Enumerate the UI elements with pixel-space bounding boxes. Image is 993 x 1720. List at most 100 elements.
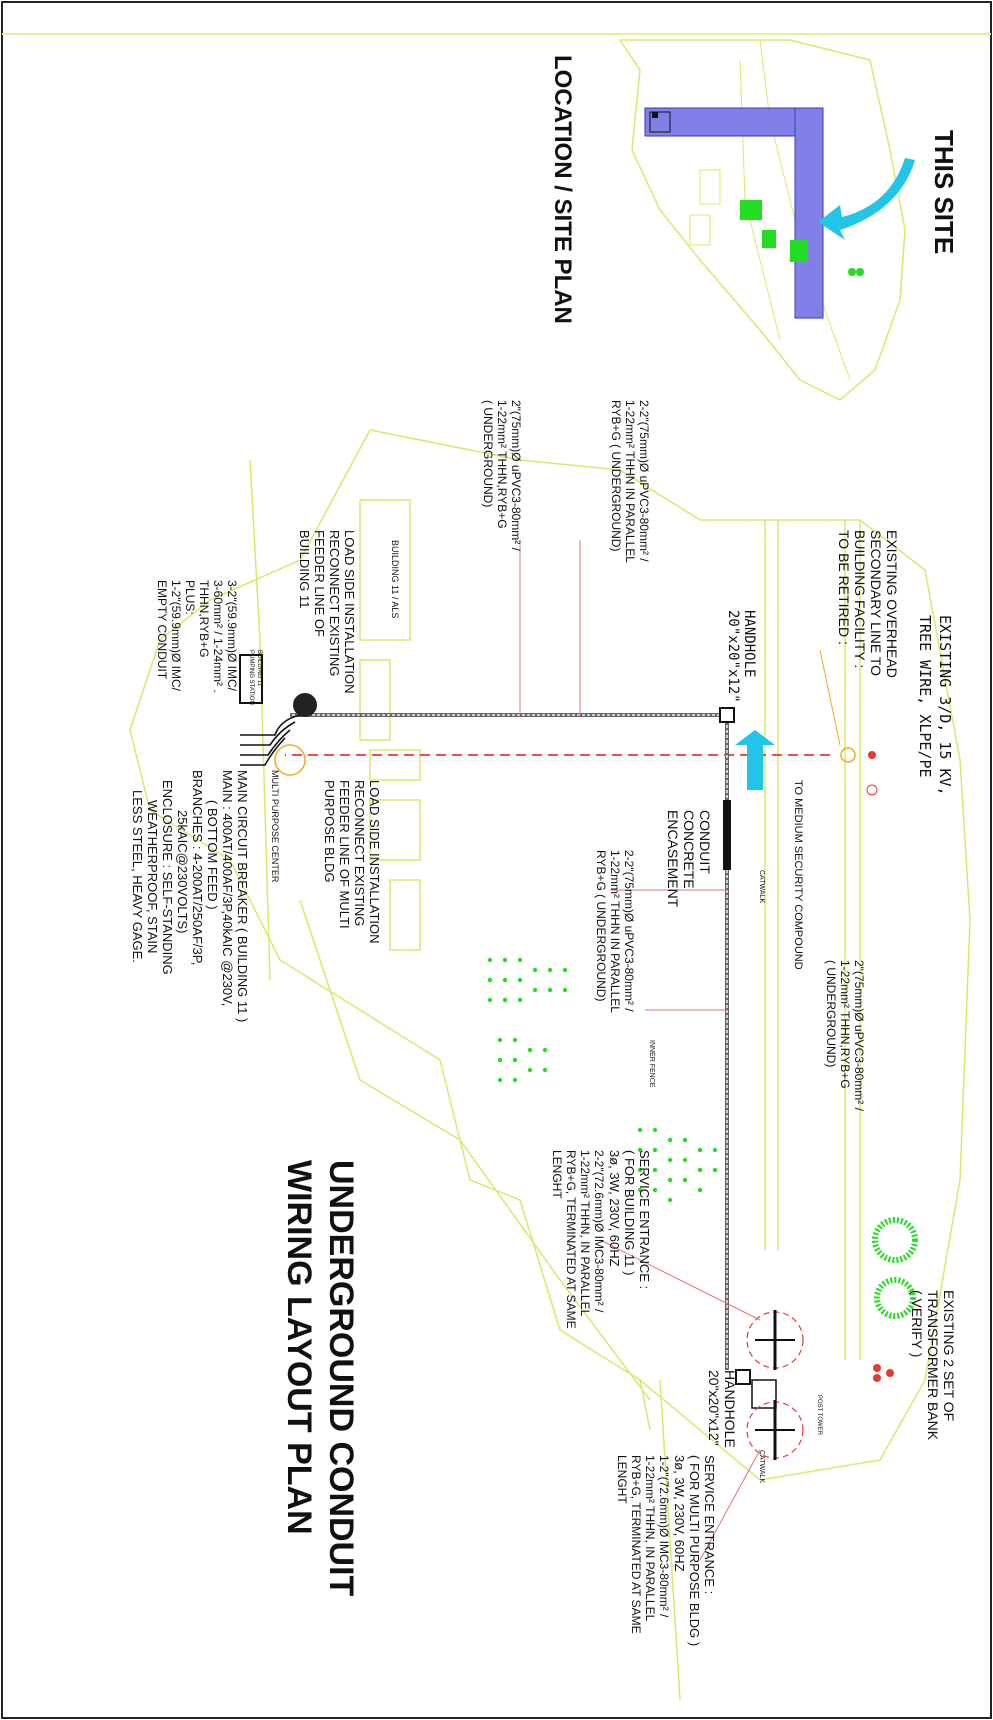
service-entrance-2-label-5: 1-22mm² THHN, IN PARALLEL [643, 1455, 657, 1622]
service-entrance-2-label-1: SERVICE ENTRANCE : [702, 1455, 717, 1594]
location-trees [740, 200, 864, 276]
feeder-label-4: PLUS: [183, 580, 197, 615]
existing-line-label-1: EXISTING 3/D, 15 KV, [936, 615, 954, 796]
service-entrance-1-label-6: RYB+G, TERMINATED AT SAME [564, 1150, 578, 1329]
pumping-node [293, 693, 317, 717]
overhead-label-2: SECONDARY LINE TO [868, 530, 884, 676]
ug-a-label-3: RYB+G ( UNDERGROUND) [609, 400, 623, 551]
location-building-hatch-a [644, 107, 816, 137]
transformer-label-3: ( VERIFY ) [909, 1290, 925, 1357]
post-tower-label: POST TOWER [816, 1395, 822, 1436]
mcb-label-7: WEATHERPROOF, STAIN [145, 800, 160, 953]
tree-cluster-b [637, 1127, 718, 1203]
leader-lines [519, 540, 841, 1561]
ug-b-label-3: ( UNDERGROUND) [481, 400, 495, 507]
main-title-line-1: UNDERGROUND CONDUIT [322, 1160, 360, 1597]
mcb-label-5: 25kAIC@230VOLTS) [175, 810, 190, 934]
service-entrance-1-label-5: 1-22mm² THHN, IN PARALLEL [578, 1150, 592, 1317]
ug-b-label-2: 1-22mm² THHN,RYB+G [495, 400, 509, 529]
ug-a-label-2: 1-22mm² THHN IN PARALLEL [623, 400, 637, 563]
transformer-bank [872, 1217, 918, 1382]
handhole-top [719, 707, 735, 723]
service-entrance-2-label-6: RYB+G, TERMINATED AT SAME [629, 1455, 643, 1634]
location-building-hatch-b [794, 107, 824, 319]
concrete-encasement [723, 800, 731, 870]
conduit-label-1: CONDUIT [697, 810, 713, 874]
handhole-bottom-label-2: 20"x20"x12" [706, 1370, 722, 1446]
service-entrance-symbols [746, 1310, 804, 1460]
multi-purpose-center-label: MULTI PURPOSE CENTER [270, 770, 280, 883]
medium-security-label: TO MEDIUM SECURITY COMPOUND [792, 780, 804, 970]
service-entrance-1-label-4: 2-2"(72.6mm)Ø IMC3-80mm² / [592, 1150, 606, 1313]
load-side-2-label-2: RECONNECT EXISTING [352, 780, 367, 926]
catwalk-label-1: CATWALK [758, 870, 765, 903]
this-site-arrow [818, 158, 915, 240]
load-side-2-label-4: PURPOSE BLDG [322, 780, 337, 883]
feeder-label-5: 1-2"(59.9mm)Ø IMC/ [169, 580, 183, 692]
handhole-bottom [735, 1369, 751, 1385]
post-tower [751, 1379, 777, 1409]
pumping-station-label-2: PUMPING STATION [248, 650, 254, 705]
inner-fence-label: INNER FENCE [648, 1040, 655, 1088]
overhead-label-3: BUILDING FACILITY : [852, 530, 868, 668]
pumping-station-box [239, 654, 263, 704]
main-title-line-2: WIRING LAYOUT PLAN [280, 1160, 318, 1535]
mcb-label-3: ( BOTTOM FEED ) [205, 800, 220, 910]
conduit-routes [285, 707, 878, 1409]
mcb-label-4: BRANCHES : 4-200AT/250AF/3P, [190, 770, 205, 965]
tree-burst-b [874, 1277, 916, 1319]
ug-d-label-1: 2"(75mm)Ø uPVC3-80mm² / [852, 960, 866, 1112]
site-outline [129, 429, 971, 1701]
tree-burst-a [872, 1217, 918, 1263]
medium-security-arrow [735, 730, 775, 790]
main-circuit-breaker [239, 654, 317, 776]
mcb-label-2: MAIN : 400AT/400AF/3P,40kAIC @230V, [220, 770, 235, 1006]
feeder-label-2: 3-60mm² / 1-24mm² . [211, 580, 225, 693]
pumping-station-label-1: BUILDING 11 [256, 650, 262, 687]
load-side-1-label-2: RECONNECT EXISTING [327, 530, 342, 676]
load-side-2-label-3: FEEDER LINE OF MULTI [337, 780, 352, 929]
service-entrance-1-label-3: 3ø, 3W, 230V, 60HZ [607, 1150, 622, 1267]
feeder-label-6: EMPTY CONDUIT [155, 580, 169, 680]
handhole-top-label-2: 20"x20"x12" [725, 610, 741, 703]
location-site-plan: THIS SITE LOCATION / SITE PLAN [549, 39, 959, 401]
pole-top [840, 747, 856, 763]
location-outline [618, 39, 906, 401]
mcb-circle [274, 744, 306, 776]
ug-c-label-1: 2-2"(75mm)Ø uPVC3-80mm² / [622, 850, 636, 1012]
service-entrance-2-label-2: ( FOR MULTI PURPOSE BLDG ) [687, 1455, 702, 1646]
this-site-label: THIS SITE [929, 130, 959, 254]
service-entrance-1-label-1: SERVICE ENTRANCE : [637, 1150, 652, 1289]
transformer-label-2: TRANSFORMER BANK [925, 1290, 941, 1441]
overhead-label-1: EXISTING OVERHEAD [884, 530, 900, 678]
ug-b-label-1: 2"(75mm)Ø uPVC3-80mm² / [509, 400, 523, 552]
tree-cluster-a [487, 957, 568, 1083]
mcb-label-8: LESS STEEL, HEAVY GAGE. [130, 790, 145, 963]
tree-clusters [487, 957, 718, 1203]
location-title: LOCATION / SITE PLAN [549, 55, 576, 324]
handhole-top-label-1: HANDHOLE [741, 610, 757, 677]
service-entrance-2-label-7: LENGHT [615, 1455, 629, 1504]
load-side-2-label-1: LOAD SIDE INSTALLATION [367, 780, 382, 944]
mcb-label-6: ENCLOSURE : SELF-STANDING [160, 780, 175, 975]
feeder-label-3: THHN,RYB+G [197, 580, 211, 657]
ug-c-label-3: RYB+G ( UNDERGROUND) [594, 850, 608, 1001]
load-side-1-label-1: LOAD SIDE INSTALLATION [342, 530, 357, 694]
feeder-label-1: 3-2"(59.9mm)Ø IMC/ [225, 580, 239, 692]
ug-a-label-1: 2-2"(75mm)Ø uPVC3-80mm² / [637, 400, 651, 562]
building-als-label: BUILDING 11 / ALS [390, 540, 400, 618]
load-side-1-label-3: FEEDER LINE OF [312, 530, 327, 637]
overhead-label-4: TO BE RETIRED : [836, 530, 852, 645]
ug-d-label-3: ( UNDERGROUND) [824, 960, 838, 1067]
service-entrance-2-label-3: 3ø, 3W, 230V, 60HZ [672, 1455, 687, 1572]
conduit-label-3: ENCASEMENT [665, 810, 681, 908]
service-entrance-1-label-7: LENGHT [550, 1150, 564, 1199]
service-entrance-2-label-4: 1-2"(72.6mm)Ø IMC3-80mm² / [657, 1455, 671, 1618]
catwalk-label-2: CATWALK [758, 1450, 765, 1483]
mcb-label-1: MAIN CIRCUIT BREAKER ( BUILDING 11 ) [235, 770, 250, 1022]
transformer-label-1: EXISTING 2 SET OF [941, 1290, 957, 1421]
handhole-bottom-label-1: HANDHOLE [722, 1370, 738, 1448]
load-side-1-label-4: BUILDING 11 [297, 530, 312, 609]
